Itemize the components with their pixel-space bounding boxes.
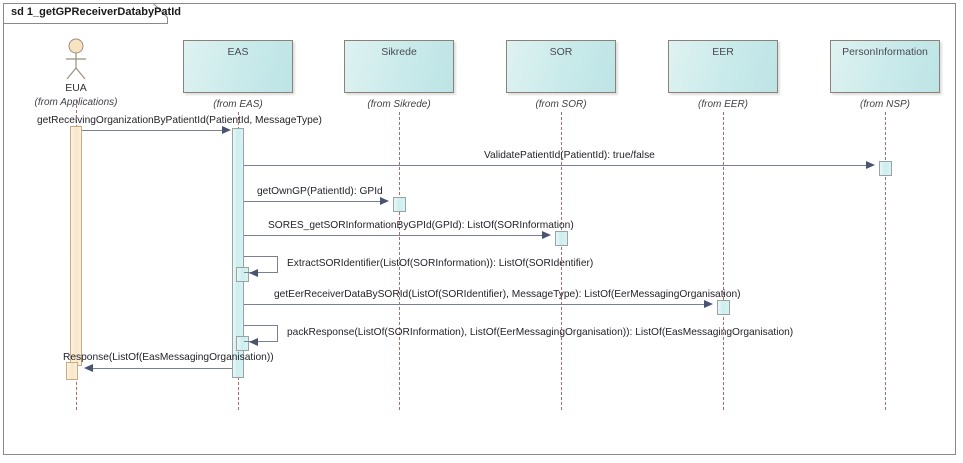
participant-personinformation-name: PersonInformation — [842, 46, 928, 58]
participant-personinformation-from: (from NSP) — [860, 99, 910, 110]
participant-sikrede[interactable]: Sikrede — [344, 40, 454, 93]
message-line-1 — [244, 165, 871, 166]
message-arrow-6 — [249, 338, 258, 346]
message-self-box-4 — [244, 256, 278, 273]
actor-eua-name: EUA — [65, 82, 87, 94]
activation-sor — [555, 231, 568, 246]
lifeline-sor — [561, 112, 562, 410]
lifeline-personinformation — [885, 112, 886, 410]
message-arrow-1 — [866, 161, 875, 169]
message-arrow-0 — [222, 126, 231, 134]
participant-personinformation[interactable]: PersonInformation — [830, 40, 940, 93]
activation-eer — [717, 300, 730, 315]
activation-eas-extractsoridentifier — [236, 267, 249, 282]
actor-eua-figure — [58, 38, 94, 85]
activation-personinformation — [879, 161, 892, 176]
message-line-0 — [82, 130, 228, 131]
lifeline-sikrede — [399, 112, 400, 410]
message-label-3: SORES_getSORInformationByGPId(GPId): Lis… — [268, 220, 574, 231]
activation-sikrede — [393, 197, 406, 212]
message-label-2: getOwnGP(PatientId): GPId — [257, 186, 383, 197]
message-arrow-5 — [704, 300, 713, 308]
activation-eua-main — [70, 126, 82, 366]
actor-eua-from: (from Applications) — [34, 97, 118, 108]
message-line-3 — [244, 235, 547, 236]
message-label-5: getEerReceiverDataBySORId(ListOf(SORIden… — [274, 289, 741, 300]
participant-sor[interactable]: SOR — [506, 40, 616, 93]
participant-eer-from: (from EER) — [698, 99, 748, 110]
message-arrow-3 — [542, 231, 551, 239]
message-label-0: getReceivingOrganizationByPatientId(Pati… — [37, 115, 322, 126]
message-line-7 — [87, 368, 232, 369]
participant-eer-name: EER — [712, 46, 734, 58]
message-arrow-2 — [380, 197, 389, 205]
message-label-6: packResponse(ListOf(SORInformation), Lis… — [287, 327, 794, 338]
message-arrow-4 — [249, 269, 258, 277]
participant-sikrede-from: (from Sikrede) — [367, 99, 431, 110]
activation-eas-packresponse — [236, 336, 249, 351]
message-line-2 — [244, 201, 385, 202]
participant-eer[interactable]: EER — [668, 40, 778, 93]
message-self-box-6 — [244, 325, 278, 342]
frame-title-tab — [3, 3, 168, 24]
participant-sor-name: SOR — [549, 46, 573, 58]
activation-eua-return — [66, 362, 78, 380]
lifeline-eer — [723, 112, 724, 410]
participant-sor-from: (from SOR) — [535, 99, 587, 110]
message-label-7: Response(ListOf(EasMessagingOrganisation… — [63, 352, 274, 363]
participant-eas-from: (from EAS) — [213, 99, 263, 110]
participant-eas-name: EAS — [227, 46, 249, 58]
message-label-1: ValidatePatientId(PatientId): true/false — [484, 150, 655, 161]
frame-title: sd 1_getGPReceiverDatabyPatId — [11, 6, 181, 18]
participant-sikrede-name: Sikrede — [381, 46, 417, 58]
message-line-5 — [244, 304, 709, 305]
activation-eas-main — [232, 128, 244, 378]
message-arrow-7 — [84, 364, 93, 372]
message-label-4: ExtractSORIdentifier(ListOf(SORInformati… — [287, 258, 594, 269]
sequence-diagram-frame — [3, 3, 956, 455]
participant-eas[interactable]: EAS — [183, 40, 293, 93]
